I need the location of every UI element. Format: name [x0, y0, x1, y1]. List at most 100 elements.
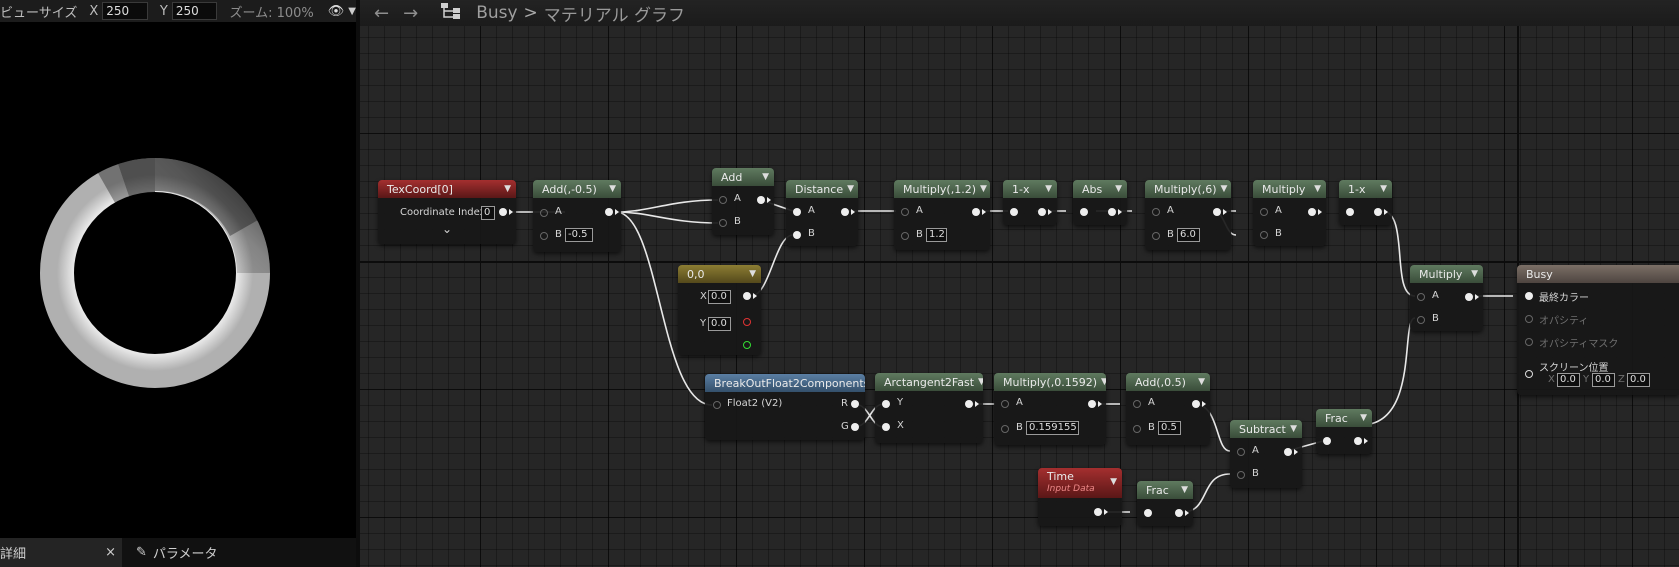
input-pin-b[interactable]	[1133, 425, 1141, 433]
input-pin-x[interactable]	[882, 423, 890, 431]
node-header[interactable]: Add▼	[712, 168, 774, 186]
chevron-down-icon[interactable]: ▼	[1380, 184, 1387, 194]
output-pin[interactable]	[1354, 437, 1362, 445]
input-pin-b[interactable]	[719, 219, 727, 227]
node-header[interactable]: Time Input Data ▼	[1038, 468, 1122, 498]
input-pin[interactable]	[1144, 509, 1152, 517]
input-pin-a[interactable]	[793, 208, 801, 216]
chevron-down-icon[interactable]: ▼	[1220, 184, 1228, 194]
input-pin-b[interactable]	[1152, 232, 1160, 240]
node-header[interactable]: 0,0▼	[678, 265, 761, 283]
chevron-down-icon[interactable]: ▼	[1360, 413, 1367, 423]
node-frac-1[interactable]: Frac▼	[1316, 409, 1372, 454]
close-icon[interactable]: ×	[105, 545, 116, 560]
node-header[interactable]: Multiply(,6)▼	[1145, 180, 1231, 198]
hierarchy-icon[interactable]	[440, 2, 462, 24]
node-add[interactable]: Add▼ A B	[712, 168, 774, 235]
input-pin-b[interactable]	[793, 231, 801, 239]
chevron-down-icon[interactable]: ▼	[609, 184, 616, 194]
node-time[interactable]: Time Input Data ▼	[1038, 468, 1122, 526]
node-header[interactable]: Multiply(,1.2)▼	[894, 180, 990, 198]
chevron-down-icon[interactable]: ▼	[1290, 424, 1297, 434]
output-pin[interactable]	[1108, 208, 1116, 216]
input-pin-opacity-mask[interactable]	[1525, 338, 1533, 346]
eye-icon[interactable]: 👁	[327, 3, 345, 19]
node-arctangent2fast[interactable]: Arctangent2Fast▼ Y X	[875, 373, 983, 443]
chevron-down-icon[interactable]: ▼	[504, 184, 511, 194]
node-multiply-6[interactable]: Multiply(,6)▼ A B 6.0	[1145, 180, 1231, 250]
input-pin-b[interactable]	[1260, 231, 1268, 239]
node-header[interactable]: 1-x▼	[1003, 180, 1057, 198]
output-pin[interactable]	[757, 196, 765, 204]
input-pin[interactable]	[713, 401, 721, 409]
chevron-down-icon[interactable]: ▼	[1181, 485, 1188, 495]
input-pin-a[interactable]	[1237, 448, 1245, 456]
output-pin[interactable]	[1175, 509, 1183, 517]
node-one-minus-1[interactable]: 1-x▼	[1003, 180, 1057, 225]
chevron-down-icon[interactable]: ▼	[1045, 184, 1052, 194]
input-pin-y[interactable]	[882, 400, 890, 408]
node-header[interactable]: Frac▼	[1137, 481, 1193, 499]
node-header[interactable]: Multiply▼	[1253, 180, 1326, 198]
b-value-input[interactable]: -0.5	[565, 228, 593, 242]
screen-y-input[interactable]: 0.0	[1592, 373, 1615, 387]
chevron-down-icon[interactable]: ▼	[847, 184, 855, 194]
material-graph-panel[interactable]: ← → Busy > マテリアル グラフ TexCoord[0]▼ Coordi…	[360, 0, 1679, 567]
output-pin[interactable]	[1374, 208, 1382, 216]
input-pin[interactable]	[1080, 208, 1088, 216]
y-value-input[interactable]: 0.0	[708, 317, 731, 331]
output-pin[interactable]	[499, 208, 507, 216]
node-subtract[interactable]: Subtract▼ A B	[1230, 420, 1302, 488]
input-pin[interactable]	[1346, 208, 1354, 216]
back-arrow-icon[interactable]: ←	[374, 2, 390, 24]
chevron-down-icon[interactable]: ▼	[1101, 377, 1106, 387]
output-pin[interactable]	[965, 400, 973, 408]
output-pin[interactable]	[1308, 208, 1316, 216]
node-material-result-busy[interactable]: Busy 最終カラー オパシティ オパシティマスク スクリーン位置 X 0.0 …	[1517, 265, 1679, 395]
chevron-down-icon[interactable]: ▼	[1314, 184, 1321, 194]
node-header[interactable]: Frac▼	[1316, 409, 1372, 427]
output-pin-g[interactable]	[851, 423, 859, 431]
input-pin-screen-position[interactable]	[1525, 370, 1533, 378]
tab-parameters[interactable]: ✎ パラメータ	[136, 543, 218, 562]
input-pin-a[interactable]	[540, 209, 548, 217]
node-header[interactable]: Subtract▼	[1230, 420, 1302, 438]
node-header[interactable]: Multiply(,0.1592)▼	[994, 373, 1106, 391]
node-multiply-1-2[interactable]: Multiply(,1.2)▼ A B 1.2	[894, 180, 990, 250]
output-pin-r[interactable]	[851, 400, 859, 408]
output-pin[interactable]	[972, 208, 980, 216]
output-pin[interactable]	[1284, 448, 1292, 456]
node-header[interactable]: Multiply▼	[1410, 265, 1483, 283]
chevron-down-icon[interactable]: ▼	[348, 5, 356, 17]
output-pin[interactable]	[1094, 508, 1102, 516]
output-pin[interactable]	[1088, 400, 1096, 408]
expand-chevron-icon[interactable]: ⌄	[442, 222, 453, 236]
input-pin-b[interactable]	[901, 232, 909, 240]
chevron-down-icon[interactable]: ▼	[762, 172, 769, 182]
node-add-0-5[interactable]: Add(,0.5)▼ A B 0.5	[1126, 373, 1210, 445]
view-size-y-input[interactable]: 250	[171, 2, 218, 20]
output-pin[interactable]	[1038, 208, 1046, 216]
screen-x-input[interactable]: 0.0	[1557, 373, 1580, 387]
x-value-input[interactable]: 0.0	[708, 290, 731, 304]
output-pin[interactable]	[1213, 208, 1221, 216]
node-texcoord[interactable]: TexCoord[0]▼ Coordinate Index 0 ⌄	[378, 180, 516, 244]
chevron-down-icon[interactable]: ▼	[1198, 377, 1205, 387]
output-pin[interactable]	[1465, 293, 1473, 301]
output-pin[interactable]	[1192, 400, 1200, 408]
input-pin-a[interactable]	[1417, 293, 1425, 301]
node-abs[interactable]: Abs▼	[1073, 180, 1127, 225]
node-header[interactable]: Abs▼	[1073, 180, 1127, 198]
chevron-down-icon[interactable]: ▼	[1115, 184, 1122, 194]
node-distance[interactable]: Distance▼ A B	[786, 180, 858, 246]
node-header[interactable]: BreakOutFloat2Components	[705, 374, 865, 392]
node-multiply-2[interactable]: Multiply▼ A B	[1410, 265, 1483, 331]
input-pin[interactable]	[1010, 208, 1018, 216]
coordinate-index-input[interactable]: 0	[481, 206, 495, 220]
b-value-input[interactable]: 1.2	[926, 228, 947, 242]
node-header[interactable]: Add(,-0.5)▼	[533, 180, 621, 198]
input-pin-a[interactable]	[1133, 400, 1141, 408]
node-header[interactable]: TexCoord[0]▼	[378, 180, 516, 198]
output-pin[interactable]	[743, 292, 751, 300]
view-size-x-input[interactable]: 250	[102, 2, 148, 20]
